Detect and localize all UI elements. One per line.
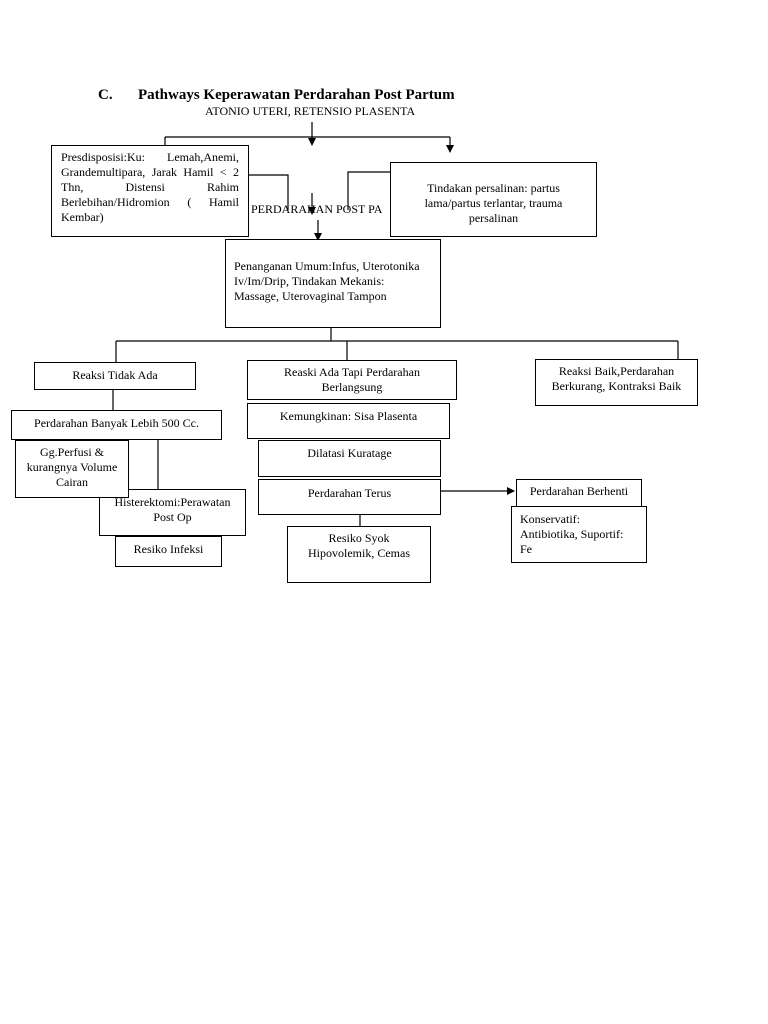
node-tindakan-persalinan: Tindakan persalinan: partus lama/partus … [390, 162, 597, 237]
title-text: Pathways Keperawatan Perdarahan Post Par… [138, 87, 455, 103]
node-konservatif: Konservatif: Antibiotika, Suportif: Fe [511, 506, 647, 563]
node-resiko-syok: Resiko Syok Hipovolemik, Cemas [287, 526, 431, 583]
node-dilatasi-kuratage: Dilatasi Kuratage [258, 440, 441, 477]
title-number: C. [98, 87, 113, 103]
node-kemungkinan: Kemungkinan: Sisa Plasenta [247, 403, 450, 439]
diagram-root-label: ATONIO UTERI, RETENSIO PLASENTA [205, 104, 416, 118]
node-perdarahan-post-partum: PERDARAHAN POST PA [251, 202, 383, 216]
node-perdarahan-terus: Perdarahan Terus [258, 479, 441, 515]
node-reaksi-baik: Reaksi Baik,Perdarahan Berkurang, Kontra… [535, 359, 698, 406]
node-resiko-infeksi: Resiko Infeksi [115, 536, 222, 567]
connector-left-to-ppp [249, 174, 289, 210]
node-reaksi-ada: Reaski Ada Tapi Perdarahan Berlangsung [247, 360, 457, 400]
connector-right-to-ppp [347, 171, 390, 210]
node-gg-perfusi: Gg.Perfusi & kurangnya Volume Cairan [15, 440, 129, 498]
node-reaksi-tidak-ada: Reaksi Tidak Ada [34, 362, 196, 390]
page-title: C. Pathways Keperawatan Perdarahan Post P… [98, 87, 455, 104]
node-perdarahan-banyak: Perdarahan Banyak Lebih 500 Cc. [11, 410, 222, 440]
node-penanganan-umum: Penanganan Umum:Infus, Uterotonika Iv/Im… [225, 239, 441, 328]
node-presdisposisi: Presdisposisi:Ku: Lemah,Anemi, Grandemul… [51, 145, 249, 237]
